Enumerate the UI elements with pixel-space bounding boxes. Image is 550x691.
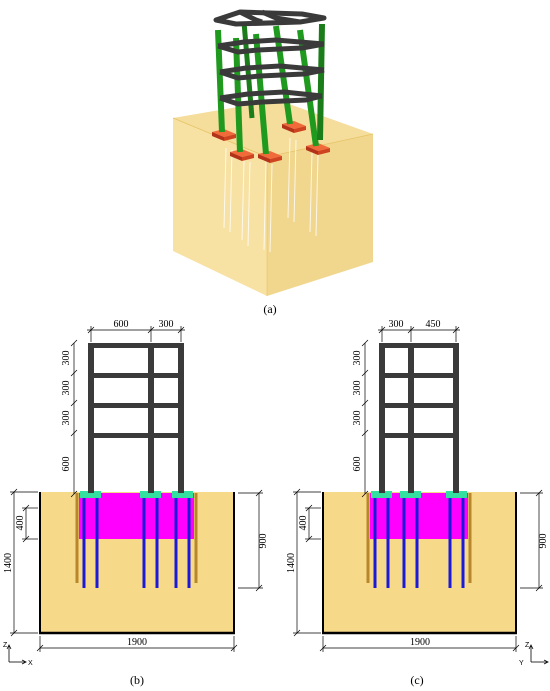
dim-storey-3-c: 300: [352, 411, 363, 426]
dim-pile-depth-text-b: 900: [258, 534, 269, 549]
pile-caps-c: [371, 491, 467, 498]
dim-storey-2-b: 300: [61, 381, 72, 396]
axis-y-label-c: Y: [519, 660, 524, 667]
panel-a-3d-model: [172, 9, 374, 296]
dim-bays-c: [378, 326, 460, 342]
dim-embed-text-c: 400: [298, 516, 309, 531]
dim-storey-1-b: 300: [61, 351, 72, 366]
dim-soil-depth-b: [10, 488, 38, 637]
axis-indicator-b: [6, 644, 27, 665]
dim-width-c: [319, 636, 520, 652]
pile-caps-b: [80, 491, 193, 498]
caption-c: (c): [410, 673, 423, 687]
dim-width-text-c: 1900: [410, 637, 430, 648]
dim-bay-2-b: 300: [159, 319, 174, 330]
piles-c: [373, 496, 465, 588]
dim-width-text-b: 1900: [127, 637, 147, 648]
axis-z-label-c: Z: [525, 642, 530, 649]
dim-embed-b: [22, 504, 38, 543]
caption-b: (b): [130, 673, 144, 687]
dim-width-b: [36, 636, 238, 652]
dim-bay-2-c: 450: [426, 319, 441, 330]
dim-storey-4-c: 600: [352, 457, 363, 472]
piles-3d: [223, 137, 319, 253]
caption-a: (a): [263, 302, 276, 316]
dim-storeys-c: [361, 339, 369, 498]
dim-embed-c: [305, 504, 321, 543]
dim-pile-depth-c: [520, 489, 543, 592]
soil-block-right: [267, 134, 373, 296]
dim-soil-depth-text-b: 1400: [3, 553, 14, 573]
dim-storeys-b: [70, 339, 78, 498]
frame-c: [379, 343, 459, 493]
dim-embed-text-b: 400: [15, 516, 26, 531]
axis-x-label-b: X: [28, 660, 33, 667]
dim-bays-b: [87, 326, 185, 342]
dim-storey-2-c: 300: [352, 381, 363, 396]
dim-soil-depth-c: [293, 488, 321, 637]
panel-c-elevation: 300 450 300 300 300 600 400: [286, 319, 549, 667]
panel-b-elevation: 600 300 300 300 300 600 400: [3, 319, 269, 667]
dim-bay-1-b: 600: [114, 319, 129, 330]
dim-storey-4-b: 600: [61, 457, 72, 472]
dim-pile-depth-text-c: 900: [538, 534, 549, 549]
dim-storey-3-b: 300: [61, 411, 72, 426]
beams-3d: [213, 9, 327, 107]
frame-b: [88, 343, 184, 493]
axis-indicator-c: [528, 644, 549, 665]
piles-b: [82, 496, 191, 588]
excavation-c: [370, 493, 468, 539]
axis-z-label-b: Z: [3, 642, 8, 649]
dim-soil-depth-text-c: 1400: [286, 553, 297, 573]
dim-bay-1-c: 300: [389, 319, 404, 330]
dim-storey-1-c: 300: [352, 351, 363, 366]
dim-pile-depth-b: [238, 489, 263, 592]
